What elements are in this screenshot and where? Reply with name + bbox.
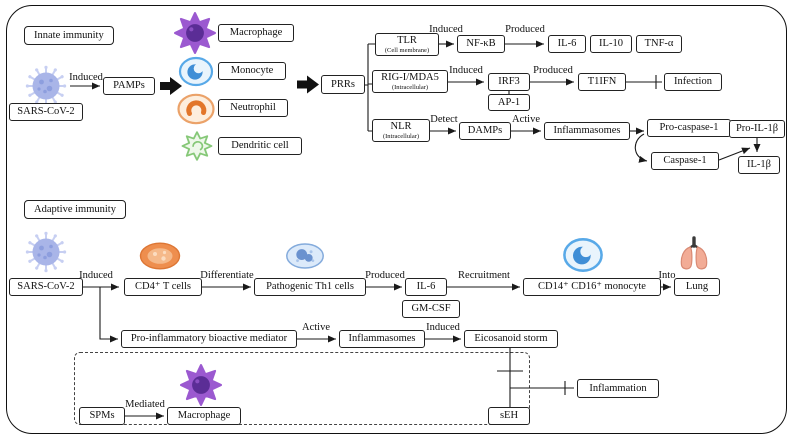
sars-cov-2-virus-icon: [24, 64, 68, 108]
edge-label-recruitment: Recruitment: [458, 270, 510, 281]
node-spms: SPMs: [79, 407, 125, 425]
edge-label-mediated: Mediated: [125, 399, 165, 410]
node-pathogenic-th1-cells: Pathogenic Th1 cells: [254, 278, 366, 296]
edge-label-detect: Detect: [430, 114, 458, 125]
edge-label-induced-irf3: Induced: [449, 65, 483, 76]
node-nfkb: NF-κB: [457, 35, 505, 53]
node-macrophage-adaptive: Macrophage: [167, 407, 241, 425]
node-il-1b: IL-1β: [738, 156, 780, 174]
node-cd4-t-cells: CD4⁺ T cells: [124, 278, 202, 296]
node-caspase-1: Caspase-1: [651, 152, 719, 170]
macrophage-icon: [180, 364, 222, 406]
node-nlr: NLR(Intracellular): [372, 119, 430, 142]
edge-label-induced-nfkb: Induced: [429, 24, 463, 35]
th1-cell-icon: [286, 243, 324, 269]
edge-label-active-inflammasomes: Active: [512, 114, 540, 125]
lung-icon: [679, 236, 709, 271]
edge-label-into: Into: [658, 270, 676, 281]
node-inflammasomes-adaptive: Inflammasomes: [339, 330, 425, 348]
node-seh: sEH: [488, 407, 530, 425]
node-lung: Lung: [674, 278, 720, 296]
edge-label-produced-cytokines: Produced: [505, 24, 545, 35]
edge-label-produced-il6: Produced: [365, 270, 405, 281]
node-dendritic-cell: Dendritic cell: [218, 137, 302, 155]
figure-frame: [6, 5, 787, 434]
node-cd14-cd16-monocyte: CD14⁺ CD16⁺ monocyte: [523, 278, 661, 296]
node-pro-caspase-1: Pro-caspase-1: [647, 119, 731, 137]
edge-label-active-mediator: Active: [302, 322, 330, 333]
node-macrophage: Macrophage: [218, 24, 294, 42]
edge-label-produced-t1ifn: Produced: [533, 65, 573, 76]
adaptive-immunity-label: Adaptive immunity: [24, 200, 126, 219]
node-monocyte: Monocyte: [218, 62, 286, 80]
dendritic-cell-icon: [179, 129, 215, 163]
thick-arrow-cells-to-prrs: [297, 75, 319, 94]
node-t1ifn: T1IFN: [578, 73, 626, 91]
thick-arrow-pamps-to-cells: [160, 77, 182, 95]
node-pro-inflammatory-mediator: Pro-inflammatory bioactive mediator: [121, 330, 297, 348]
node-gm-csf: GM-CSF: [402, 300, 460, 318]
node-tnf-alpha: TNF-α: [636, 35, 682, 53]
node-prrs: PRRs: [321, 75, 365, 94]
node-ap1: AP-1: [488, 94, 530, 111]
node-pro-il-1b: Pro-IL-1β: [729, 120, 785, 138]
monocyte-icon: [178, 56, 214, 87]
monocyte-icon: [563, 238, 603, 272]
edge-label-differentiate: Differentiate: [200, 270, 254, 281]
node-infection: Infection: [664, 73, 722, 91]
node-il6-adaptive: IL-6: [405, 278, 447, 296]
node-sars-cov-2-innate: SARS-CoV-2: [9, 103, 83, 121]
edge-label-induced-pamps: Induced: [69, 72, 103, 83]
node-il6-innate: IL-6: [548, 35, 586, 53]
macrophage-icon: [174, 12, 216, 54]
node-eicosanoid-storm: Eicosanoid storm: [464, 330, 558, 348]
node-damps: DAMPs: [459, 122, 511, 140]
node-tlr: TLR(Cell membrane): [375, 33, 439, 56]
node-irf3: IRF3: [488, 73, 530, 91]
innate-immunity-label: Innate immunity: [24, 26, 114, 45]
cd4-t-cell-icon: [139, 242, 181, 270]
node-rig-i-mda5: RIG-I/MDA5(Intracellular): [372, 70, 448, 93]
neutrophil-icon: [177, 93, 215, 125]
node-il10: IL-10: [590, 35, 632, 53]
node-pamps: PAMPs: [103, 77, 155, 95]
node-sars-cov-2-adaptive: SARS-CoV-2: [9, 278, 83, 296]
node-neutrophil: Neutrophil: [218, 99, 288, 117]
node-inflammation: Inflammation: [577, 379, 659, 398]
edge-label-induced-eicosanoid: Induced: [426, 322, 460, 333]
sars-cov-2-virus-icon: [24, 230, 68, 274]
node-inflammasomes-innate: Inflammasomes: [544, 122, 630, 140]
edge-label-induced-cd4: Induced: [79, 270, 113, 281]
